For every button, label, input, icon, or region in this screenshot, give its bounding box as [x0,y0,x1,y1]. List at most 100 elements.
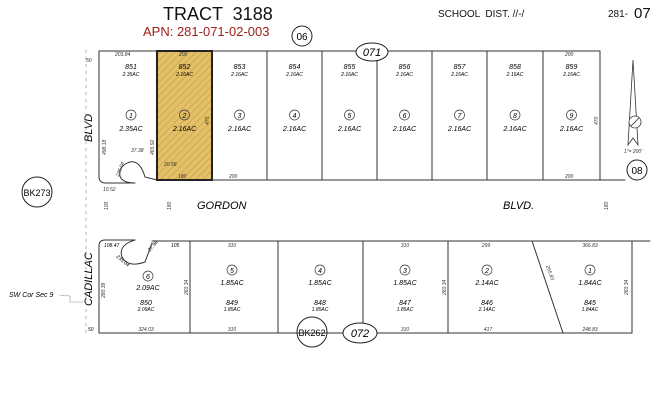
parcel-apn: 857 [454,64,467,71]
dim-curve-a: 37.38 [131,148,144,154]
parcel-apn-acres: 2.14AC [478,307,496,313]
dim-lot2-inner: 20.58 [163,162,177,168]
parcel-apn-acres: 2.16AC [175,72,193,78]
parcel-apn-acres: 2.09AC [137,307,155,313]
dim-b-bottom: 248.83 [581,327,598,333]
scale-label: 1"= 200' [624,149,643,155]
parcel-apn: 851 [125,64,137,71]
dim-b-side: 280.39 [101,282,107,299]
page-ref-06[interactable]: 06 [291,25,313,47]
street-blvd-vertical: BLVD [83,114,95,142]
sw-corner-leader [59,294,85,303]
school-district: SCHOOL DIST. //-/ [438,9,525,20]
street-gordon-blvd: BLVD. [503,200,534,212]
top-lot-dividers [156,50,544,181]
parcel-apn: 858 [509,64,521,71]
parcel-apn-acres: 1.85AC [224,307,241,313]
parcel-apn: 852 [179,64,191,71]
lot-number: 5 [348,113,352,120]
parcel-apn-acres: 1.85AC [312,307,329,313]
dim-b-side: 260.34 [624,279,630,296]
lot-number: 6 [403,113,407,120]
dim-b-bottom: 310 [401,327,410,333]
dim-curve-c: 10.52 [103,187,116,193]
dim-b-top: 366.83 [582,243,598,249]
lot-number-circle [125,109,137,121]
book-ref-bk273-label: BK273 [23,188,50,198]
lot-acres: 1.85AC [308,280,332,287]
parcel-apn: 845 [584,300,596,307]
lot-number: 3 [403,268,407,275]
dim-b-curve-b: 235.04 [114,253,131,268]
parcel-apn: 847 [399,300,412,307]
dim-bottom-last: 200 [564,174,574,180]
block-071-label: 071 [355,42,389,62]
parcel-apn-acres: 2.16AC [562,72,580,78]
parcel-apn-acres: 2.16AC [285,72,303,78]
book-page-prefix: 281- [608,9,628,20]
dim-lot2-left: 465.92 [150,139,156,155]
lot-acres: 2.16AC [172,126,197,133]
parcel-apn-acres: 2.16AC [450,72,468,78]
dim-b-bottom: 417 [484,327,493,333]
lot-acres: 2.09AC [135,285,160,292]
lot-acres: 2.16AC [502,126,527,133]
dim-b-bottom: 310 [228,327,237,333]
dim-top-first: 203.84 [114,52,131,58]
lot-number: 5 [230,268,234,275]
lot-acres: 2.16AC [337,126,362,133]
tract-title: TRACT 3188 [163,4,273,24]
lot-acres: 2.16AC [447,126,472,133]
bottom-block-lines [98,239,651,334]
lot-number: 6 [146,274,150,281]
dim-b-105: 105 [171,243,180,249]
lot-number: 2 [182,113,187,120]
dim-top-lot2: 200 [178,52,188,58]
lot-acres: 2.16AC [392,126,417,133]
parcel-apn-acres: 1.85AC [397,307,414,313]
dim-bottom-mid: 200 [228,174,238,180]
lot-number-circle [399,264,411,276]
lot-number-circle [344,109,355,121]
dim-curve-b: 235.04 [115,161,126,179]
street-gordon: GORDON [197,200,247,212]
dim-b-bottom: 324.03 [138,327,154,333]
book-ref-bk273[interactable]: BK273 [21,176,53,208]
north-arrow-icon [627,59,642,147]
book-ref-bk262[interactable]: BK262 [296,316,328,348]
lot-acres: 2.16AC [559,126,584,133]
lot-number: 8 [513,113,517,120]
lot-acres: 1.85AC [220,280,244,287]
lot-number: 7 [458,113,463,120]
dim-b-left-50: 50 [88,327,94,333]
lot-acres: 2.16AC [227,126,252,133]
page-ref-06-label: 06 [296,32,308,43]
block-072-label: 072 [342,322,378,344]
parcel-apn: 846 [481,300,493,307]
top-block-lines [98,50,626,184]
dim-b-top: 310 [228,243,237,249]
page-ref-08[interactable]: 08 [626,159,648,181]
lot-number: 3 [238,113,242,120]
parcel-apn: 849 [226,300,238,307]
lot-acres: 2.35AC [118,126,143,133]
dim-b-top: 299 [481,243,491,249]
lot-number-circle [226,264,238,276]
lot-number-circle [566,109,577,121]
